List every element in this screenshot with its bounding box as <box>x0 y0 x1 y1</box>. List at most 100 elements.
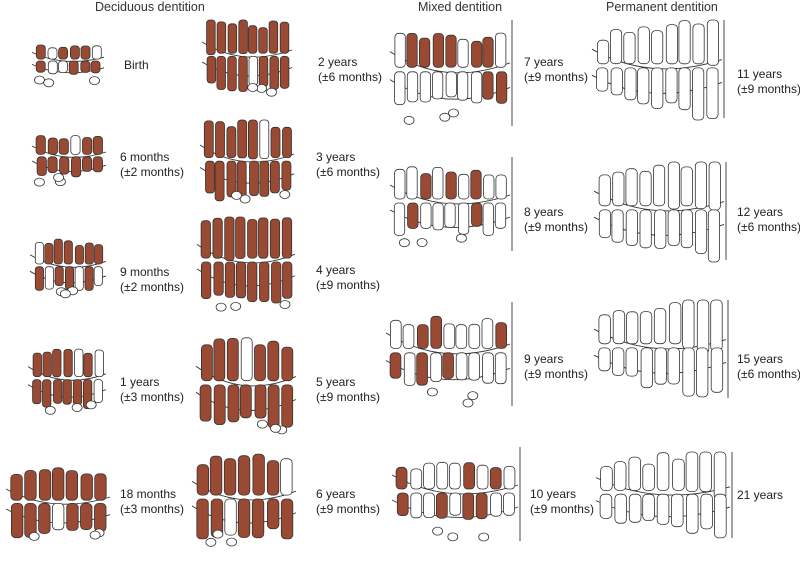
stage-label-9m: 9 months(±2 months) <box>120 265 184 295</box>
deciduous-tooth <box>84 266 94 291</box>
deciduous-tooth <box>235 261 247 299</box>
permanent-tooth <box>699 451 712 493</box>
deciduous-tooth <box>205 160 215 194</box>
deciduous-tooth <box>495 322 508 349</box>
permanent-tooth <box>476 464 489 490</box>
permanent-tooth <box>482 202 494 236</box>
permanent-tooth <box>710 299 723 352</box>
stage-label-3y: 3 years(±6 months) <box>316 150 380 180</box>
dentition-illustration <box>31 44 105 88</box>
tooth-bud <box>448 108 459 118</box>
dentition-illustration <box>389 20 513 126</box>
permanent-tooth <box>613 461 627 491</box>
permanent-tooth <box>625 209 638 246</box>
deciduous-tooth <box>470 169 482 200</box>
permanent-tooth <box>495 174 507 200</box>
dentition-illustration <box>595 451 733 539</box>
deciduous-tooth <box>58 138 69 155</box>
deciduous-tooth <box>38 503 51 534</box>
permanent-tooth <box>44 266 54 290</box>
permanent-tooth <box>695 209 708 254</box>
deciduous-tooth <box>254 384 267 419</box>
age-text: 10 years <box>530 487 577 501</box>
dentition-illustration <box>191 453 297 547</box>
tooth-bud <box>215 302 227 312</box>
deciduous-tooth <box>259 261 270 302</box>
age-range-text: (±2 months) <box>120 280 184 294</box>
deciduous-tooth <box>72 379 83 406</box>
deciduous-tooth <box>47 156 58 173</box>
stage-label-4y: 4 years(±9 months) <box>316 263 380 293</box>
permanent-tooth <box>628 456 642 491</box>
deciduous-tooth <box>281 346 294 382</box>
permanent-tooth <box>665 24 679 65</box>
deciduous-tooth <box>282 126 292 158</box>
permanent-tooth <box>468 323 481 349</box>
deciduous-tooth <box>267 340 280 382</box>
permanent-tooth <box>653 307 667 345</box>
deciduous-tooth <box>223 458 237 496</box>
deciduous-tooth <box>206 19 216 56</box>
stage-label-12y: 12 years(±6 months) <box>737 205 800 235</box>
permanent-tooth <box>614 493 627 524</box>
permanent-tooth <box>597 39 610 65</box>
permanent-tooth <box>402 324 415 349</box>
permanent-tooth <box>667 161 681 210</box>
deciduous-tooth <box>58 46 69 60</box>
deciduous-tooth <box>227 56 237 92</box>
deciduous-tooth <box>52 348 62 378</box>
age-range-text: (±9 months) <box>737 82 800 96</box>
permanent-tooth <box>611 347 625 376</box>
permanent-tooth <box>93 379 103 403</box>
deciduous-tooth <box>199 384 212 422</box>
deciduous-tooth <box>80 473 93 501</box>
stage-label-5y: 5 years(±9 months) <box>316 375 380 405</box>
dentition-illustration <box>593 299 729 398</box>
stage-label-birth: Birth <box>124 58 149 73</box>
permanent-tooth <box>455 352 468 381</box>
deciduous-tooth <box>32 352 42 378</box>
age-text: 12 years <box>737 205 784 219</box>
permanent-tooth <box>248 56 259 86</box>
tooth-bud <box>34 75 45 85</box>
deciduous-tooth <box>251 498 265 539</box>
deciduous-tooth <box>35 44 46 60</box>
deciduous-tooth <box>280 498 294 540</box>
deciduous-tooth <box>269 56 279 90</box>
permanent-tooth <box>625 347 638 377</box>
dentition-illustration <box>195 337 297 435</box>
deciduous-tooth <box>66 503 79 531</box>
permanent-tooth <box>47 60 58 75</box>
deciduous-tooth <box>482 36 494 68</box>
deciduous-tooth <box>282 261 293 299</box>
deciduous-tooth <box>213 338 226 382</box>
permanent-tooth <box>457 71 469 101</box>
dentition-illustration <box>391 447 521 542</box>
deciduous-tooth <box>249 160 259 197</box>
deciduous-tooth <box>44 242 54 265</box>
stage-label-1y: 1 years(±3 months) <box>120 375 184 405</box>
tooth-bud <box>89 76 100 85</box>
deciduous-tooth <box>471 40 483 68</box>
deciduous-tooth <box>203 120 214 159</box>
permanent-tooth <box>471 71 483 104</box>
deciduous-tooth <box>42 379 52 408</box>
permanent-tooth <box>394 32 406 68</box>
permanent-tooth <box>458 173 470 200</box>
permanent-tooth <box>626 311 639 345</box>
age-range-text: (±9 months) <box>316 502 380 516</box>
permanent-tooth <box>656 493 670 525</box>
age-text: 7 years <box>524 55 564 69</box>
deciduous-tooth <box>442 352 454 379</box>
deciduous-tooth <box>32 379 42 405</box>
deciduous-tooth <box>201 344 213 382</box>
deciduous-tooth <box>63 349 73 378</box>
deciduous-tooth <box>36 156 47 176</box>
permanent-tooth <box>653 164 666 207</box>
stage-label-7y: 7 years(±9 months) <box>524 55 588 85</box>
permanent-tooth <box>707 209 721 263</box>
dentition-illustration <box>27 348 107 415</box>
deciduous-tooth <box>90 60 101 74</box>
permanent-tooth <box>610 67 623 96</box>
tooth-bud <box>231 191 242 200</box>
